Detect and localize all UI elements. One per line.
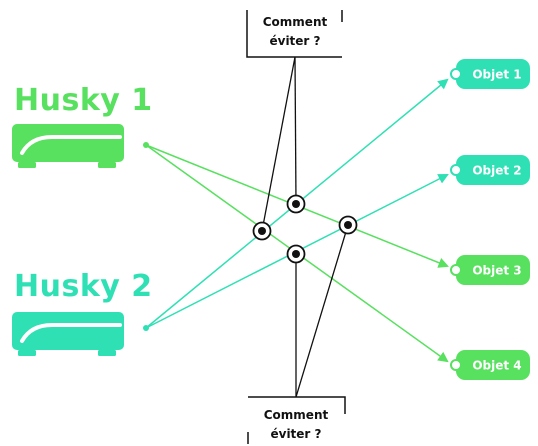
collision-point-2 (286, 194, 306, 214)
husky-2-title: Husky 2 (14, 269, 153, 304)
comment-bottom-line2: éviter ? (270, 427, 321, 441)
husky-1-start-dot (143, 142, 149, 148)
comment-box-top: Comment éviter ? (246, 10, 343, 58)
husky-2-start-dot (143, 325, 149, 331)
collision-point-3 (338, 215, 358, 235)
comment-top-line-left (261, 56, 296, 232)
comment-bottom-line1: Comment (264, 408, 329, 422)
comment-top-line2: éviter ? (269, 34, 320, 48)
objet-3-node: Objet 3 (450, 255, 530, 285)
comment-bottom-line-right (295, 224, 349, 398)
husky-1-title: Husky 1 (14, 83, 153, 118)
comment-top-line-right (294, 56, 297, 205)
objet-2-node: Objet 2 (450, 155, 530, 185)
comment-top-line1: Comment (263, 15, 328, 29)
objet-1-label: Objet 1 (472, 68, 521, 82)
collision-point-4 (286, 244, 306, 264)
objet-2-label: Objet 2 (472, 164, 521, 178)
objet-1-node: Objet 1 (450, 59, 530, 89)
comment-box-bottom: Comment éviter ? (247, 396, 346, 444)
collision-point-1 (252, 221, 272, 241)
husky-2-robot-icon (12, 312, 124, 356)
husky-1-robot-icon (12, 124, 124, 168)
objet-4-node: Objet 4 (450, 350, 530, 380)
objet-3-label: Objet 3 (472, 264, 521, 278)
objet-4-label: Objet 4 (472, 359, 521, 373)
